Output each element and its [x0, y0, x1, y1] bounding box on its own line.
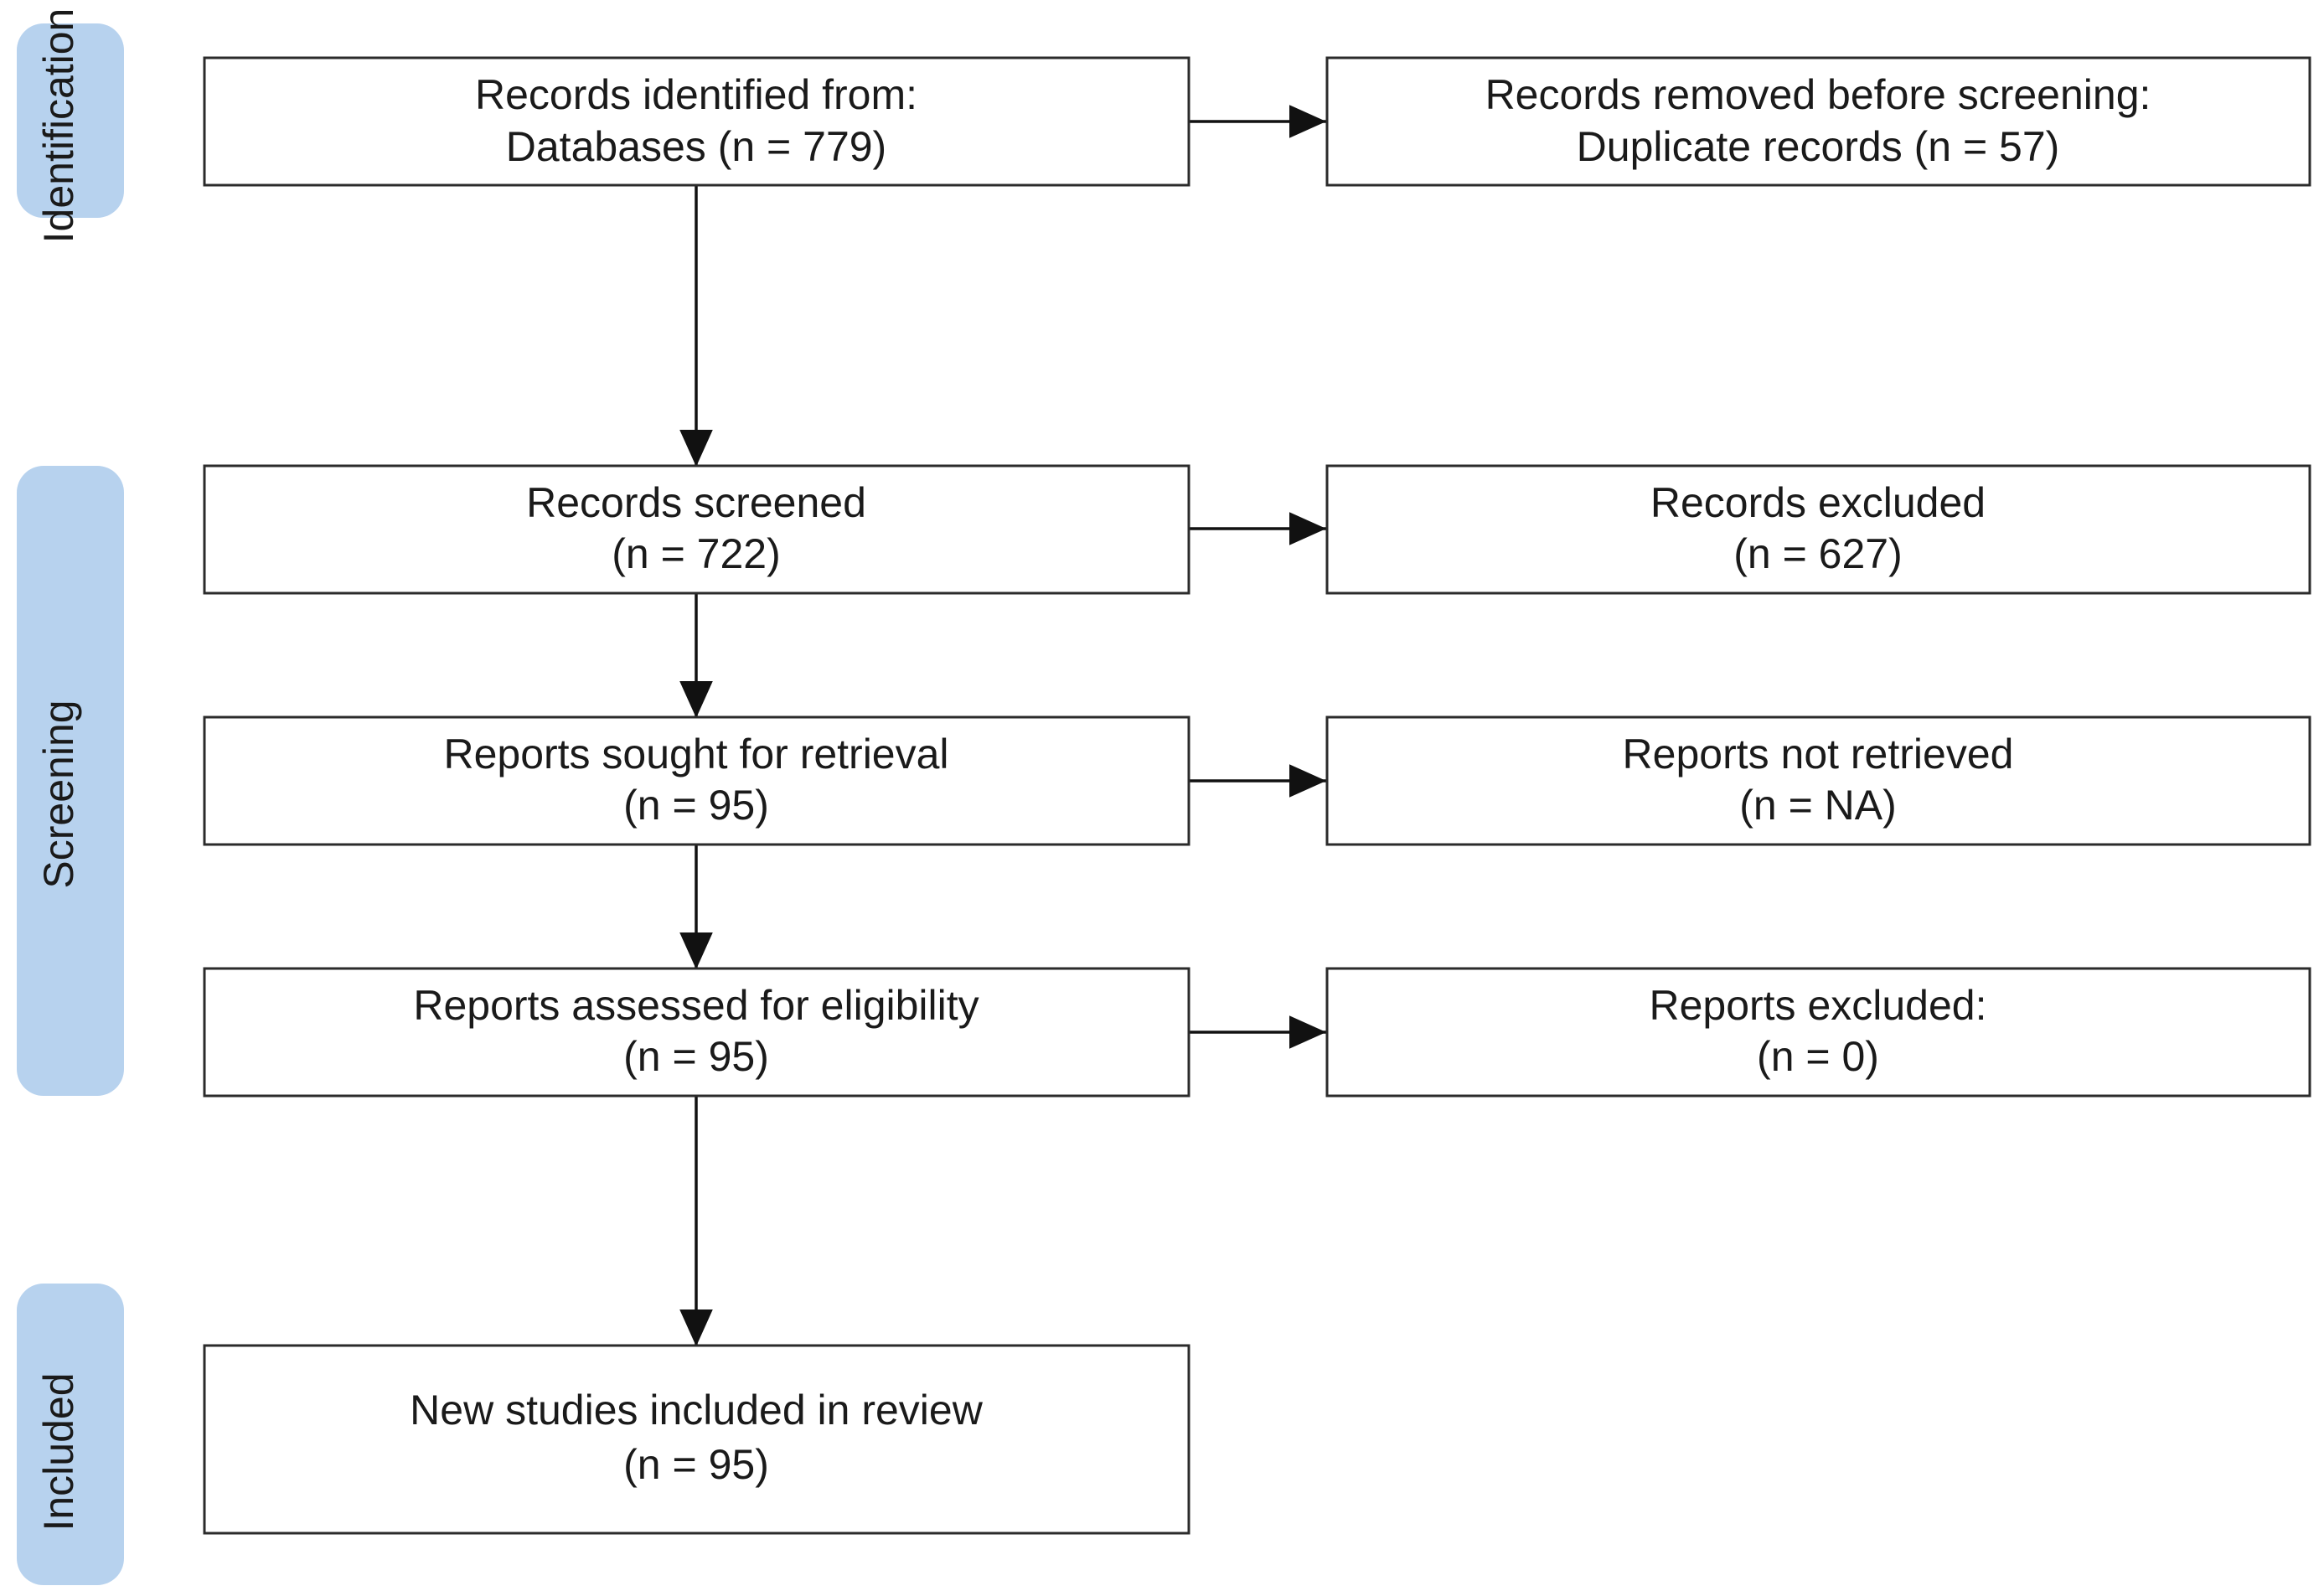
- box-records-removed-line1: Records removed before screening:: [1485, 71, 2151, 118]
- phase-screening: Screening: [17, 466, 124, 1096]
- phase-identification-bar: [17, 23, 124, 218]
- box-reports-sought: Reports sought for retrieval (n = 95): [203, 715, 1190, 846]
- phase-included-bar: [17, 1284, 124, 1585]
- box-records-screened-frame: [203, 464, 1190, 595]
- box-reports-excluded-line2: (n = 0): [1757, 1033, 1879, 1080]
- box-reports-excluded: Reports excluded: (n = 0): [1325, 967, 2311, 1098]
- box-records-identified-line2: Databases (n = 779): [506, 123, 886, 170]
- box-records-excluded: Records excluded (n = 627): [1325, 464, 2311, 595]
- box-reports-not-retrieved-line1: Reports not retrieved: [1623, 731, 2014, 777]
- box-records-screened-line1: Records screened: [526, 479, 866, 526]
- box-records-excluded-line1: Records excluded: [1650, 479, 1986, 526]
- box-records-excluded-frame: [1325, 464, 2311, 595]
- box-reports-assessed-line1: Reports assessed for eligibility: [413, 982, 979, 1029]
- box-reports-sought-frame: [203, 715, 1190, 846]
- box-records-removed: Records removed before screening: Duplic…: [1325, 56, 2311, 187]
- box-records-removed-frame: [1325, 56, 2311, 187]
- box-records-excluded-line2: (n = 627): [1733, 530, 1903, 577]
- box-records-screened: Records screened (n = 722): [203, 464, 1190, 595]
- flow-edges: [679, 105, 1326, 1346]
- box-studies-included-line2: (n = 95): [623, 1441, 769, 1488]
- box-reports-assessed-frame: [203, 967, 1190, 1098]
- phase-screening-label: Screening: [35, 700, 82, 888]
- phase-included-label: Included: [35, 1372, 82, 1531]
- box-reports-not-retrieved: Reports not retrieved (n = NA): [1325, 715, 2311, 846]
- phase-identification-label: Identification: [35, 8, 82, 244]
- box-studies-included-frame: [203, 1344, 1190, 1535]
- box-records-identified-line1: Records identified from:: [475, 71, 917, 118]
- box-reports-excluded-line1: Reports excluded:: [1649, 982, 1986, 1029]
- box-records-identified-frame: [203, 56, 1190, 187]
- box-reports-not-retrieved-line2: (n = NA): [1739, 782, 1897, 829]
- box-reports-sought-line1: Reports sought for retrieval: [443, 731, 948, 777]
- box-reports-sought-line2: (n = 95): [623, 782, 769, 829]
- box-studies-included-line1: New studies included in review: [410, 1387, 984, 1433]
- box-reports-assessed: Reports assessed for eligibility (n = 95…: [203, 967, 1190, 1098]
- box-reports-not-retrieved-frame: [1325, 715, 2311, 846]
- phase-identification: Identification: [17, 8, 124, 244]
- phase-screening-bar: [17, 466, 124, 1096]
- box-studies-included: New studies included in review (n = 95): [203, 1344, 1190, 1535]
- box-records-removed-line2: Duplicate records (n = 57): [1577, 123, 2060, 170]
- box-reports-excluded-frame: [1325, 967, 2311, 1098]
- phase-included: Included: [17, 1284, 124, 1585]
- box-records-identified: Records identified from: Databases (n = …: [203, 56, 1190, 187]
- box-reports-assessed-line2: (n = 95): [623, 1033, 769, 1080]
- box-records-screened-line2: (n = 722): [612, 530, 781, 577]
